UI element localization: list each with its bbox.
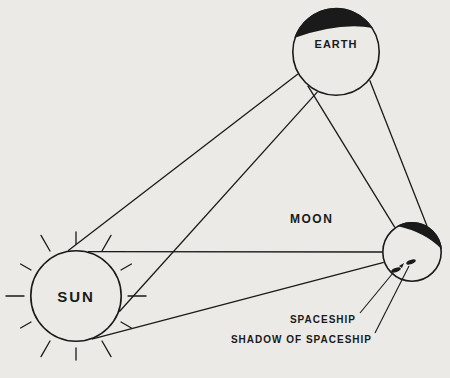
circle-outline [292, 8, 380, 96]
callout-label: SPACESHIP [290, 314, 356, 325]
circle-outline [293, 9, 379, 95]
callout-label: SHADOW OF SPACESHIP [231, 334, 372, 345]
sun-circle: SUN [30, 250, 122, 342]
earth-night-side [294, 8, 373, 38]
moon-circle: MOON [382, 222, 442, 282]
sight-line [88, 251, 382, 253]
moon-dark-side [397, 222, 442, 249]
circle-outline [383, 223, 441, 281]
circle-outline [382, 222, 442, 282]
spaceship-shadow [406, 258, 417, 265]
sight-line [308, 86, 395, 228]
planet-name: EARTH [292, 38, 380, 50]
sight-line [68, 74, 298, 251]
moon-name: MOON [290, 212, 333, 226]
spaceship [391, 263, 404, 274]
sun-name: SUN [57, 288, 95, 305]
earth-circle: EARTH [292, 8, 380, 96]
sight-line [119, 92, 317, 312]
sight-line [370, 80, 427, 226]
leader-lines [360, 266, 409, 333]
sight-line [92, 262, 384, 339]
circle-outline [31, 251, 121, 341]
